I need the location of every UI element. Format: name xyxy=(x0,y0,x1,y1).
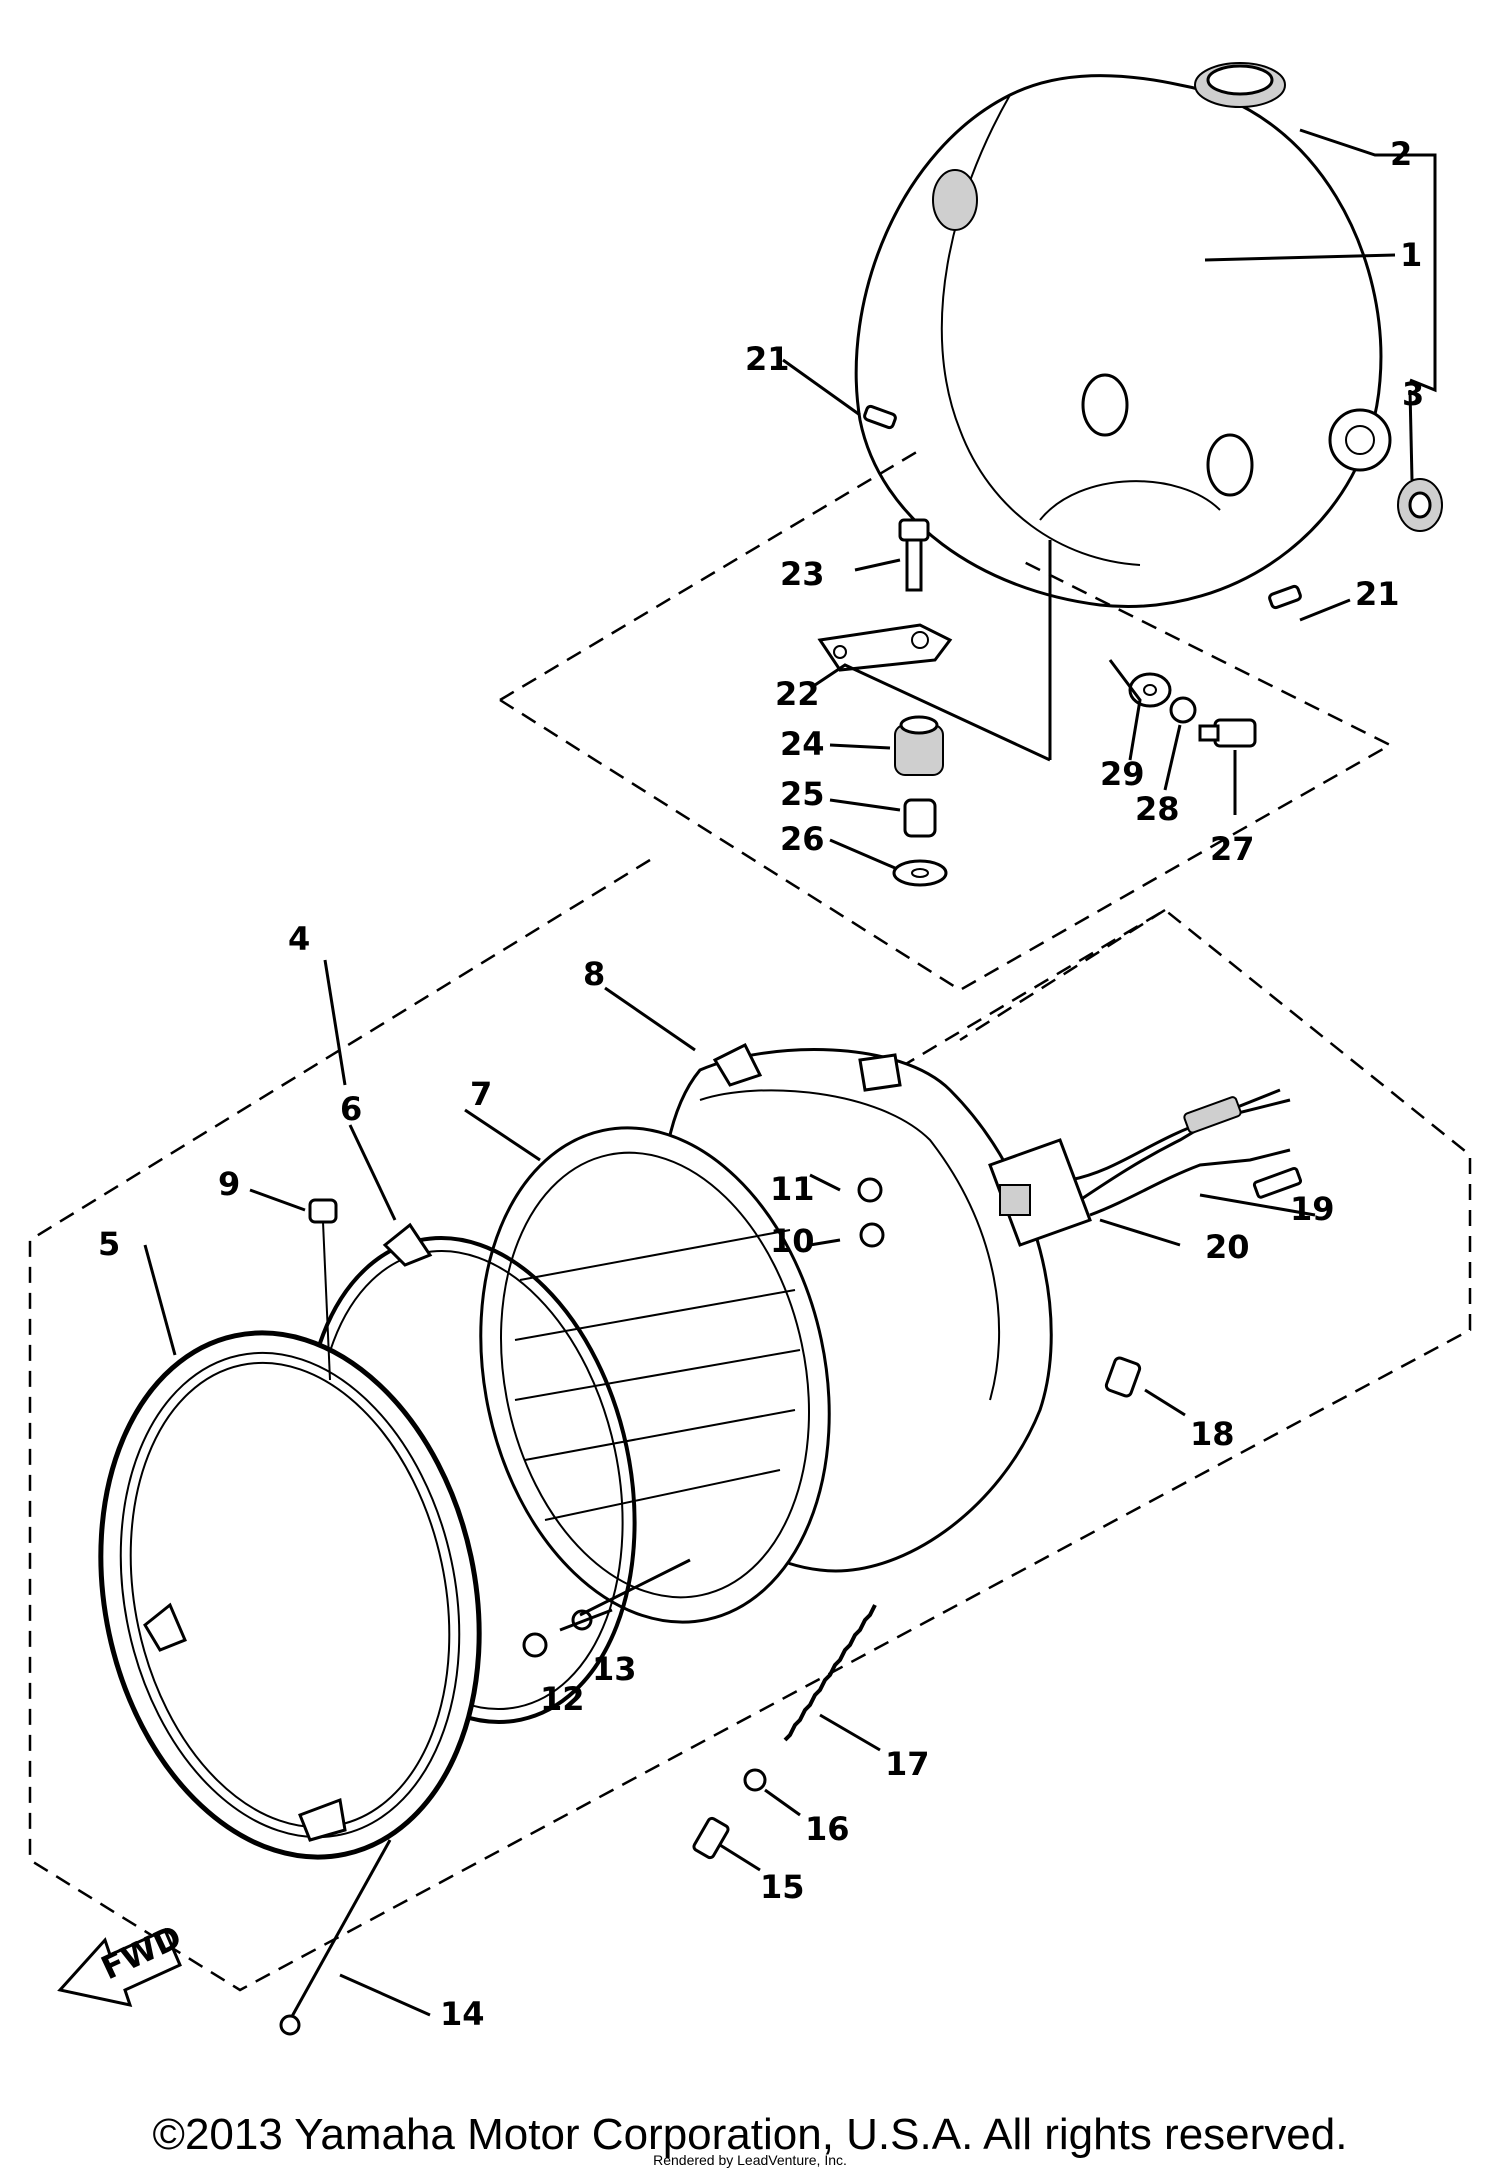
callout-11: 11 xyxy=(770,1170,815,1208)
callout-4: 4 xyxy=(288,920,310,958)
callout-3: 3 xyxy=(1402,375,1424,413)
callout-19: 19 xyxy=(1290,1190,1335,1228)
rubber-damper xyxy=(894,715,944,776)
callout-2: 2 xyxy=(1390,135,1412,173)
callout-18: 18 xyxy=(1190,1415,1235,1453)
callout-8: 8 xyxy=(583,955,605,993)
callout-17: 17 xyxy=(885,1745,930,1783)
callout-23: 23 xyxy=(780,555,825,593)
adjuster-collar xyxy=(692,1816,730,1860)
mount-group-boundary xyxy=(499,448,1393,992)
grommet-top xyxy=(1194,62,1286,108)
callout-16: 16 xyxy=(805,1810,850,1848)
callout-28: 28 xyxy=(1135,790,1180,828)
adjuster-spring xyxy=(783,1604,877,1742)
bulb-socket xyxy=(988,1138,1092,1247)
callout-12: 12 xyxy=(540,1680,585,1718)
copyright-notice: ©2013 Yamaha Motor Corporation, U.S.A. A… xyxy=(152,2110,1348,2159)
callout-9: 9 xyxy=(218,1165,240,1203)
rim-screw xyxy=(308,1198,338,1381)
callout-21-upper: 21 xyxy=(745,340,790,378)
callout-20: 20 xyxy=(1205,1228,1250,1266)
callout-5: 5 xyxy=(98,1225,120,1263)
wire-harness xyxy=(1069,1088,1303,1217)
callout-29: 29 xyxy=(1100,755,1145,793)
mount-bolt xyxy=(898,518,930,592)
callout-7: 7 xyxy=(470,1075,492,1113)
watermark-text: Rendered by LeadVenture, Inc. xyxy=(653,2152,847,2168)
headlight-exploded-diagram: FWD 1 2 3 4 xyxy=(28,62,1472,2036)
headlight-rim xyxy=(98,1330,482,1860)
beam-screw xyxy=(522,1632,548,1658)
screw-upper xyxy=(863,404,897,430)
leader-lines xyxy=(143,128,1437,2017)
callout-6: 6 xyxy=(340,1090,362,1128)
grommet-side xyxy=(1397,478,1443,532)
callout-13: 13 xyxy=(592,1650,637,1688)
callout-26: 26 xyxy=(780,820,825,858)
callout-24: 24 xyxy=(780,725,825,763)
callout-21-lower: 21 xyxy=(1355,575,1400,613)
body-nut-upper xyxy=(857,1177,883,1203)
adjuster-nut xyxy=(743,1768,767,1792)
headlight-shell xyxy=(854,74,1392,608)
collar xyxy=(903,798,937,838)
adjuster-clip xyxy=(1104,1356,1142,1398)
callout-25: 25 xyxy=(780,775,825,813)
callout-22: 22 xyxy=(775,675,820,713)
sealed-beam-unit xyxy=(479,1126,831,1624)
screw-lower xyxy=(1268,584,1302,610)
callout-labels: 1 2 3 4 5 6 7 8 9 10 11 12 13 14 15 16 1… xyxy=(98,135,1424,2033)
body-nut-lower xyxy=(859,1222,885,1248)
side-bolt xyxy=(1198,718,1257,748)
mount-bracket xyxy=(817,623,953,672)
callout-10: 10 xyxy=(770,1222,815,1260)
callout-14: 14 xyxy=(440,1995,485,2033)
lock-washer xyxy=(1169,696,1197,724)
washer-bottom xyxy=(892,859,948,887)
callout-15: 15 xyxy=(760,1868,805,1906)
unit-assembly-boundary xyxy=(28,858,1472,1992)
callout-1: 1 xyxy=(1400,236,1422,274)
washer-side xyxy=(1128,672,1172,708)
long-adjusting-screw xyxy=(279,1839,392,2036)
callout-27: 27 xyxy=(1210,830,1255,868)
fwd-arrow: FWD xyxy=(57,1917,187,2008)
